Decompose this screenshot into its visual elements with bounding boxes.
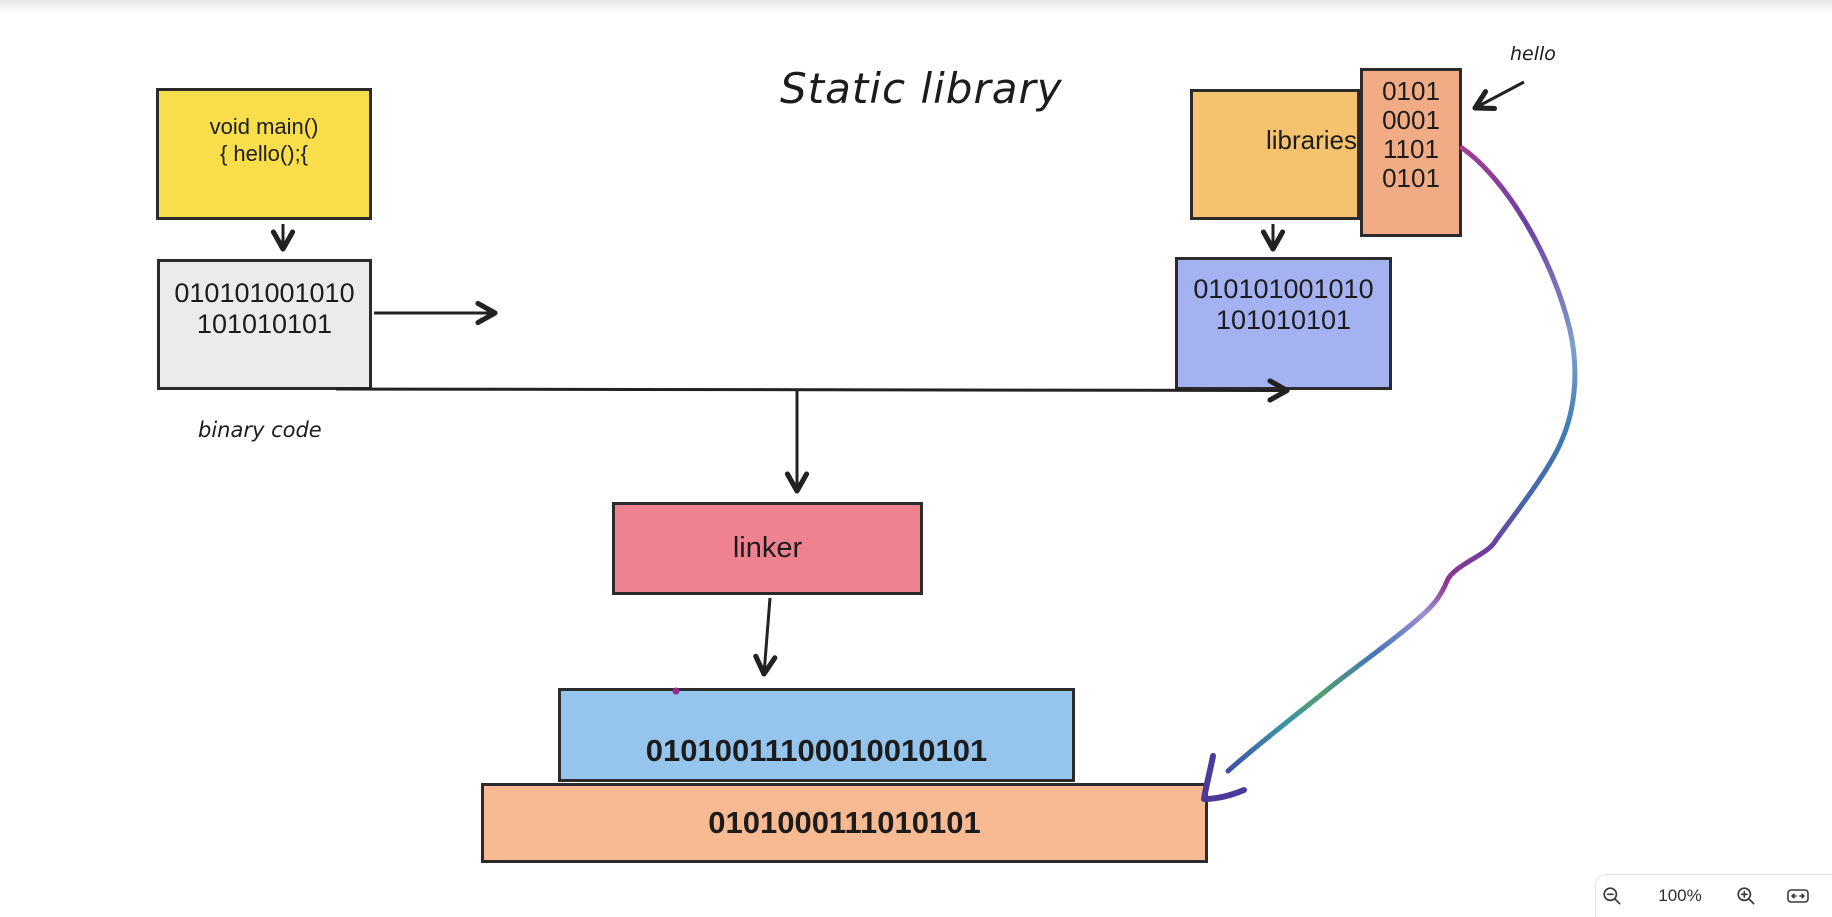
zoom-out-button[interactable]: [1596, 875, 1628, 917]
main-source-box[interactable]: void main() { hello();{: [156, 88, 372, 220]
final-binary-box[interactable]: 0101000111010101: [481, 783, 1208, 863]
main-source-line2: { hello();{: [219, 141, 309, 166]
hand-drawn-arrowhead: [1201, 753, 1247, 802]
top-shadow: [0, 0, 1832, 13]
magnifier-minus-icon: [1603, 887, 1621, 905]
library-binary-box[interactable]: 010101001010 101010101: [1175, 257, 1392, 390]
arrow-long-horizontal[interactable]: [335, 378, 1290, 403]
hello-label[interactable]: hello: [1510, 43, 1556, 65]
libraries-box[interactable]: libraries: [1190, 89, 1360, 220]
final-binary-label: 0101000111010101: [708, 805, 981, 841]
main-binary-box[interactable]: 010101001010 101010101: [157, 259, 372, 390]
main-binary-line2: 101010101: [196, 309, 333, 339]
arrows-horizontal-box-icon: [1787, 889, 1809, 903]
binary-code-label[interactable]: binary code: [198, 418, 322, 442]
arrow-linker-to-output[interactable]: [753, 597, 778, 677]
lib-strip-line4: 0101: [1382, 163, 1440, 193]
linker-label: linker: [732, 531, 803, 564]
zoom-level-indicator[interactable]: 100%: [1658, 886, 1702, 905]
lib-binary-line2: 101010101: [1215, 305, 1352, 335]
lib-strip-line3: 1101: [1383, 134, 1439, 164]
lib-binary-line1: 010101001010: [1193, 274, 1374, 304]
diagram-title[interactable]: Static library: [780, 64, 1063, 113]
fit-width-button[interactable]: [1780, 875, 1816, 917]
linked-binary-box[interactable]: 01010011100010010101: [558, 688, 1075, 782]
zoom-in-button[interactable]: [1730, 875, 1762, 917]
arrow-hello-pointer[interactable]: [1472, 80, 1525, 112]
main-source-line1: void main(): [209, 114, 319, 139]
lib-strip-line2: 0001: [1382, 105, 1440, 135]
zoom-toolbar: 100%: [1595, 874, 1832, 917]
linked-binary-label: 01010011100010010101: [645, 733, 988, 769]
libraries-label: libraries: [1265, 125, 1357, 155]
hand-drawn-curve[interactable]: [1225, 145, 1578, 774]
main-binary-line1: 010101001010: [174, 278, 355, 308]
library-binary-strip[interactable]: 0101 0001 1101 0101: [1360, 68, 1462, 237]
lib-strip-line1: 0101: [1382, 76, 1440, 106]
magnifier-plus-icon: [1737, 887, 1755, 905]
linker-box[interactable]: linker: [612, 502, 923, 595]
